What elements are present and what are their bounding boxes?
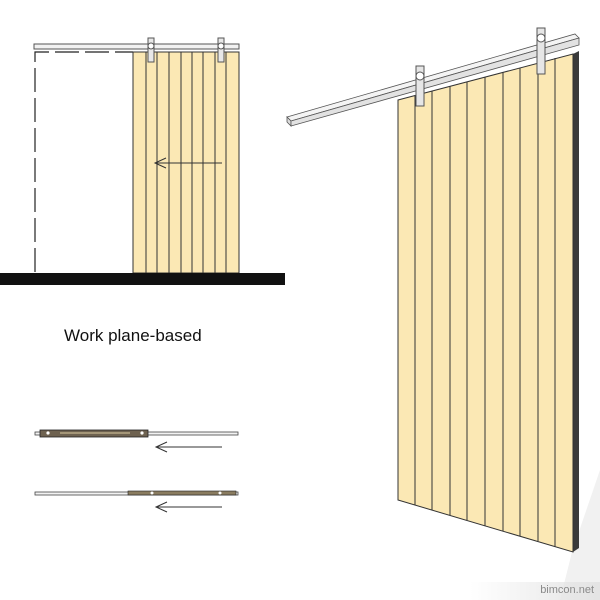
opening-outline-dashed xyxy=(34,51,133,272)
plan-view-open xyxy=(34,490,239,513)
hanger-3d-left xyxy=(415,65,425,107)
elevation-hanger-right xyxy=(217,37,225,63)
diagram-caption: Work plane-based xyxy=(64,326,202,345)
plan-view-closed xyxy=(34,429,239,453)
left-arrow-icon xyxy=(154,501,222,513)
perspective-plank-seams xyxy=(414,58,556,547)
floor-shadow xyxy=(560,470,600,600)
elevation-hanger-left xyxy=(147,37,155,63)
floor-line xyxy=(0,273,285,285)
left-arrow-icon xyxy=(154,441,222,453)
watermark: bimcon.net xyxy=(540,584,594,596)
door-edge-3d xyxy=(573,51,579,552)
rail-3d-side xyxy=(290,37,580,127)
left-arrow-icon xyxy=(153,157,222,169)
elevation-view xyxy=(0,37,285,285)
hanger-3d-right xyxy=(536,27,546,75)
elevation-rail xyxy=(33,43,240,50)
perspective-view xyxy=(286,27,600,600)
watermark-band xyxy=(470,582,600,600)
